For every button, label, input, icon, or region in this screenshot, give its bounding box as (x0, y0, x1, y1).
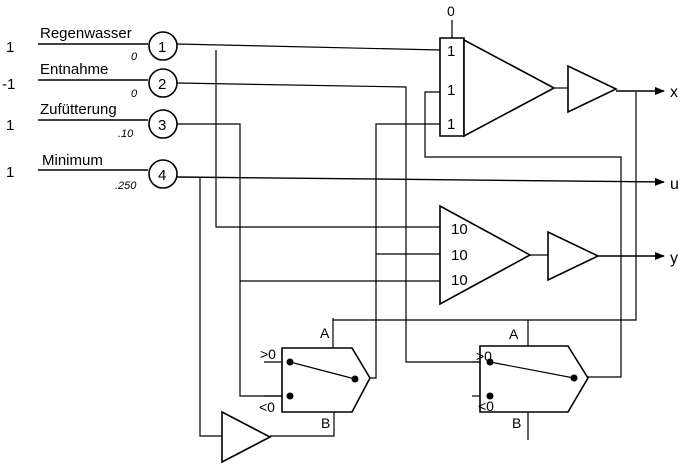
comparator-1: A B >0 <0 (259, 325, 371, 431)
potentiometer-number-2: 2 (158, 76, 166, 93)
input-row-2: -1 Entnahme 0 2 (2, 61, 178, 100)
input-value-3: 1 (6, 117, 14, 134)
comparator-1-label-neg: <0 (259, 399, 275, 415)
inverter-icon (221, 410, 272, 464)
input-initial-1: 0 (131, 51, 138, 63)
input-initial-4: .250 (115, 180, 137, 192)
input-label-regenwasser: Regenwasser (40, 25, 132, 42)
input-label-minimum: Minimum (42, 152, 103, 169)
input-initial-3: .10 (118, 128, 134, 140)
summer: 10 10 10 y (439, 204, 678, 306)
comparator-switch-icon (479, 345, 589, 413)
summer-icon (439, 204, 532, 306)
inverter-icon (547, 230, 600, 282)
input-value-4: 1 (6, 164, 14, 181)
input-value-1: 1 (6, 39, 14, 56)
potentiometer-number-1: 1 (158, 39, 166, 56)
input-row-1: 1 Regenwasser 0 1 (6, 25, 178, 63)
integrator-weight-3: 1 (447, 116, 455, 133)
comparator-1-label-b: B (321, 415, 330, 431)
integrator-weight-1: 1 (447, 43, 455, 60)
inverter-icon (567, 64, 618, 114)
potentiometer-icon (148, 159, 178, 189)
input-label-entnahme: Entnahme (40, 61, 108, 78)
summer-weight-3: 10 (451, 272, 468, 289)
comparator-2-label-neg: <0 (478, 398, 494, 414)
input-initial-2: 0 (131, 88, 138, 100)
potentiometer-number-4: 4 (158, 167, 166, 184)
potentiometer-icon (148, 31, 178, 61)
input-row-3: 1 Zufütterung .10 3 (6, 101, 178, 140)
comparator-switch-icon (281, 347, 371, 413)
summer-weight-1: 10 (451, 221, 468, 238)
output-label-x: x (670, 84, 678, 101)
integrator-initial-condition: 0 (447, 3, 455, 19)
input-value-2: -1 (2, 76, 15, 93)
summer-weight-2: 10 (451, 247, 468, 264)
integrator-weight-2: 1 (447, 82, 455, 99)
comparator-2-label-b: B (512, 415, 521, 431)
output-label-y: y (670, 250, 678, 267)
comparator-2: A B >0 <0 (476, 326, 589, 431)
input-label-zufuetterung: Zufütterung (40, 101, 117, 118)
integrator: 0 1 1 1 x (439, 3, 678, 138)
comparator-2-label-a: A (509, 326, 519, 342)
comparator-1-label-a: A (320, 325, 330, 341)
input-row-4: 1 Minimum .250 4 (6, 152, 178, 192)
potentiometer-number-3: 3 (158, 117, 166, 134)
wiring (176, 20, 665, 440)
comparator-1-label-pos: >0 (260, 346, 276, 362)
output-label-u: u (670, 176, 679, 193)
